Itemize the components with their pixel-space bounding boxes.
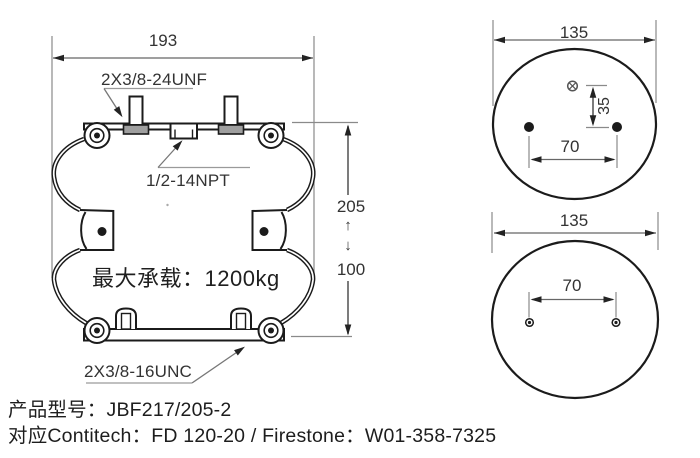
bottom-view-stud-spacing-label: 70 [562, 276, 582, 295]
bead-curl-top-left [83, 122, 111, 149]
girdle-tab-left [79, 209, 115, 251]
top-stud-thread-label: 2X3/8-24UNF [101, 70, 208, 89]
port-thread-label: 1/2-14NPT [146, 171, 231, 190]
tab-hole [97, 227, 107, 236]
dim-width-lines [51, 36, 315, 278]
bottom-stud-mark-right [611, 317, 621, 328]
bottom-stud-thread-label: 2X3/8-16UNC [84, 362, 193, 381]
dim-top-stud-spacing [528, 135, 618, 168]
bead-curl-bottom-right [257, 317, 285, 344]
bellows-body [51, 129, 316, 332]
top-view [491, 20, 658, 201]
dim-bottom-stud-spacing [528, 292, 617, 318]
air-port-symbol [566, 80, 579, 92]
top-stud-left [128, 95, 144, 126]
max-height-dim-label: 205 [336, 197, 366, 216]
product-model-text: 产品型号：JBF217/205-2 [8, 399, 232, 421]
range-down-arrow-icon: ↓ [344, 237, 352, 254]
leader-bottom-stud [86, 343, 247, 384]
dim-height-lines [291, 121, 358, 338]
top-plate-assembly [83, 95, 285, 149]
leader-top-stud [103, 87, 193, 119]
bottom-plate [83, 328, 285, 342]
leader-port [157, 138, 250, 169]
bottom-plate-assembly [83, 307, 285, 344]
bottom-stud-mark-left [524, 317, 535, 328]
dim-bottom-diameter [491, 212, 659, 253]
port-offset-dim-label: 35 [596, 97, 613, 115]
top-view-plate-outline [491, 47, 658, 201]
min-height-dim-label: 100 [336, 260, 366, 279]
bead-curl-bottom-left [83, 317, 111, 344]
top-view-diameter-label: 135 [559, 23, 589, 42]
top-stud-right [223, 95, 239, 126]
max-load-label: 最大承载：1200kg [92, 266, 280, 291]
bottom-stud-left [115, 307, 137, 330]
speck [166, 203, 169, 207]
dim-port-offset [586, 84, 609, 129]
stud-flange-right [217, 124, 245, 135]
stud-flange-left [122, 124, 150, 135]
girdle-tab-right [251, 209, 288, 251]
bottom-stud-right [230, 307, 252, 330]
bottom-view-diameter-label: 135 [559, 211, 589, 230]
width-dim-label: 193 [148, 31, 178, 50]
tab-hole [259, 227, 269, 236]
cross-reference-text: 对应Contitech：FD 120-20 / Firestone：W01-35… [8, 425, 497, 447]
bead-curl-top-right [257, 122, 285, 149]
air-port [169, 122, 198, 140]
bellows-fill [53, 129, 314, 330]
dim-top-diameter [492, 20, 657, 106]
top-stud-mark-right [612, 122, 622, 132]
top-view-stud-spacing-label: 70 [560, 137, 580, 156]
range-up-arrow-icon: ↑ [344, 217, 352, 234]
front-view [51, 36, 358, 384]
bottom-view [490, 212, 660, 400]
bottom-view-plate-outline [490, 239, 660, 400]
top-stud-mark-left [524, 122, 534, 132]
